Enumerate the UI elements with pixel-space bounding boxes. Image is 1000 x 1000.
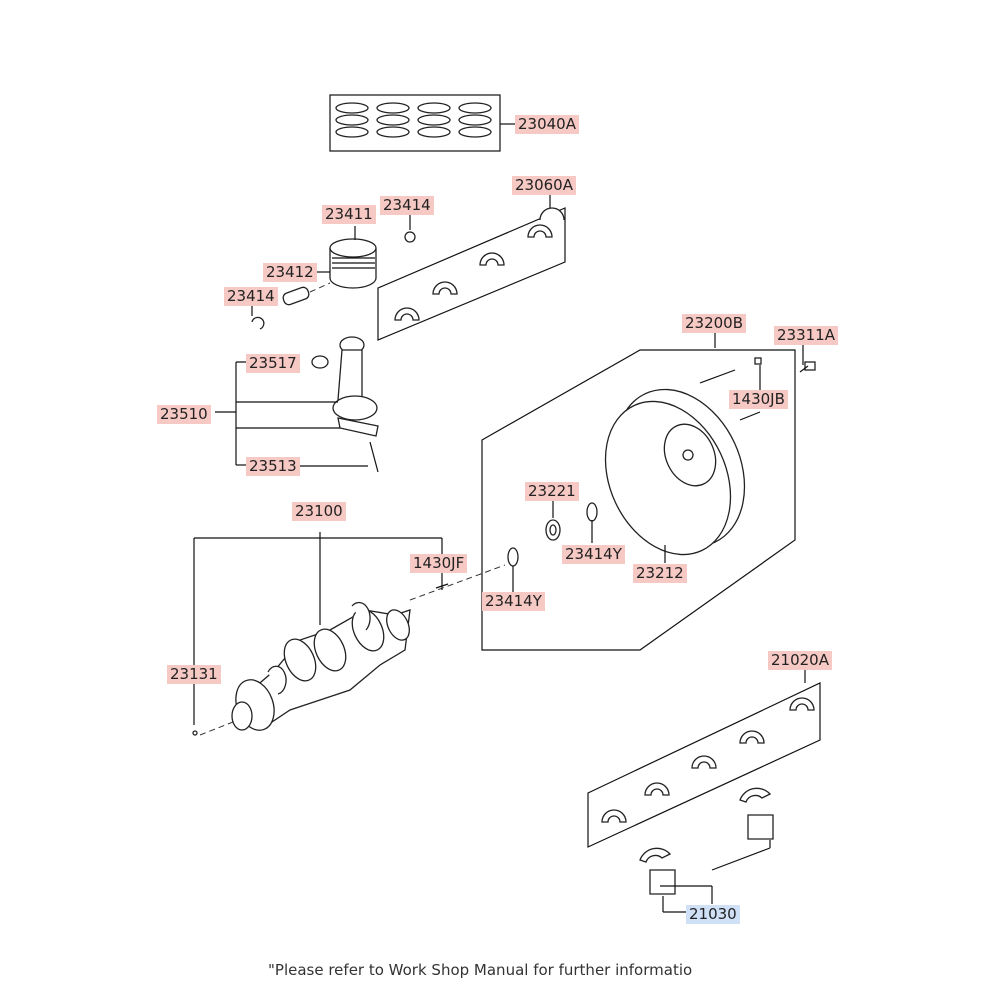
part-label-23221[interactable]: 23221: [525, 482, 579, 501]
part-label-23060A[interactable]: 23060A: [512, 176, 576, 195]
part-label-23414Y-upper[interactable]: 23414Y: [562, 545, 625, 564]
connecting-rod: [215, 336, 379, 473]
part-label-1430JB[interactable]: 1430JB: [729, 390, 788, 409]
part-label-23412[interactable]: 23412: [263, 263, 317, 282]
part-label-23414Y-lower[interactable]: 23414Y: [482, 592, 545, 611]
part-label-23414-upper[interactable]: 23414: [380, 196, 434, 215]
flywheel-box: [481, 333, 816, 651]
part-label-23414-lower[interactable]: 23414: [224, 287, 278, 306]
part-label-23311A[interactable]: 23311A: [774, 326, 838, 345]
part-label-23517[interactable]: 23517: [246, 354, 300, 373]
part-label-21030[interactable]: 21030: [686, 905, 740, 924]
part-label-23131[interactable]: 23131: [167, 665, 221, 684]
part-label-23200B[interactable]: 23200B: [682, 314, 747, 333]
part-label-23510[interactable]: 23510: [157, 405, 211, 424]
part-label-23040A[interactable]: 23040A: [515, 115, 579, 134]
seal-parts: [507, 500, 598, 592]
footnote-text: "Please refer to Work Shop Manual for fu…: [268, 961, 693, 979]
conrod-bearing-set: [377, 193, 566, 341]
part-label-1430JF[interactable]: 1430JF: [410, 554, 468, 573]
part-label-23100[interactable]: 23100: [292, 502, 346, 521]
part-label-23212[interactable]: 23212: [633, 564, 687, 583]
part-label-21020A[interactable]: 21020A: [768, 651, 832, 670]
part-label-23513[interactable]: 23513: [246, 457, 300, 476]
piston-ring-set: [329, 94, 515, 152]
piston-assembly: [251, 214, 416, 330]
main-bearing-set: [587, 668, 821, 913]
part-label-23411[interactable]: 23411: [322, 205, 376, 224]
crankshaft: [192, 532, 506, 736]
